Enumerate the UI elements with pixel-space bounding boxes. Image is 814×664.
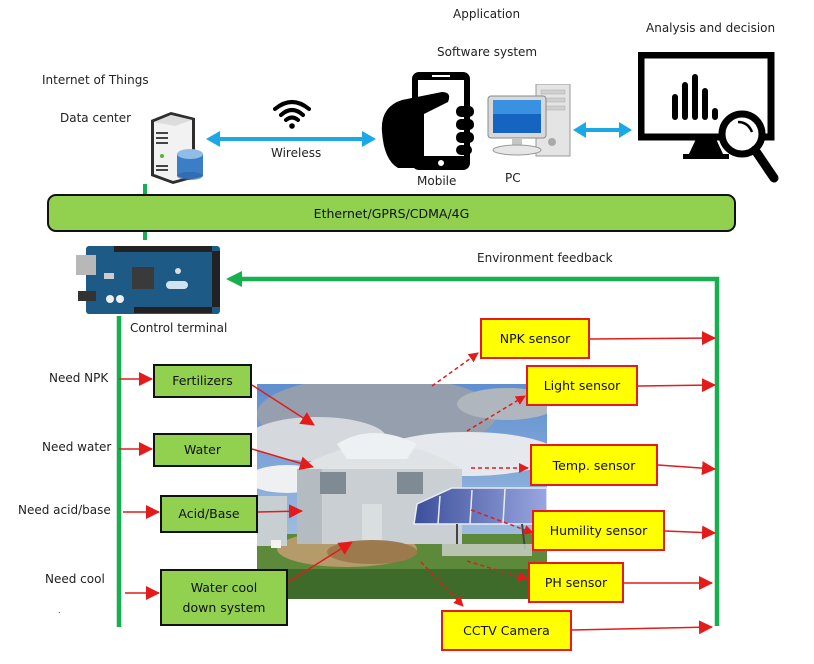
server-database-icon <box>151 112 203 184</box>
humidity-feedback-arrow <box>664 525 716 540</box>
software-system-label: Software system <box>437 45 538 59</box>
water-cool-label-line2: down system <box>182 599 266 615</box>
arduino-board-icon <box>76 246 220 314</box>
npk-feedback-arrow <box>589 331 716 346</box>
need-acid-base-label: Need acid/base <box>18 503 111 517</box>
environment-feedback-label: Environment feedback <box>477 251 613 265</box>
fertilizers-box: Fertilizers <box>153 364 252 398</box>
light-feedback-arrow <box>637 378 716 393</box>
need-water-label: Need water <box>42 440 112 454</box>
control-terminal-label: Control terminal <box>130 321 228 335</box>
acid-base-box: Acid/Base <box>160 495 258 533</box>
water-label: Water <box>184 442 221 457</box>
data-center-label: Data center <box>60 111 132 125</box>
ph-sense-dashed <box>466 560 528 582</box>
cctv-camera-box: CCTV Camera <box>441 610 572 651</box>
light-sensor-box: Light sensor <box>526 365 638 406</box>
analysis-label: Analysis and decision <box>646 21 776 35</box>
hand-phone-icon <box>381 72 474 170</box>
feedback-line <box>226 271 720 626</box>
npk-sensor-label: NPK sensor <box>499 331 571 346</box>
humidity-sensor-label: Humility sensor <box>549 523 648 538</box>
light-sensor-label: Light sensor <box>543 378 621 393</box>
temp-sensor-label: Temp. sensor <box>552 457 636 473</box>
cctv-feedback-arrow <box>571 620 713 635</box>
water-to-greenhouse-arrow <box>251 448 314 471</box>
humidity-sensor-box: Humility sensor <box>532 510 665 551</box>
water-cool-label-line1: Water cool <box>190 579 258 595</box>
wifi-icon <box>273 100 311 129</box>
iot-label: Internet of Things <box>42 73 149 87</box>
ph-sensor-label: PH sensor <box>544 575 608 590</box>
mobile-label: Mobile <box>417 174 457 188</box>
desktop-pc-icon <box>487 84 571 157</box>
pc-label: PC <box>505 171 521 185</box>
npk-sensor-box: NPK sensor <box>480 318 590 359</box>
temp-feedback-arrow <box>657 461 716 476</box>
light-sense-dashed <box>466 395 526 432</box>
fertilizers-to-greenhouse-arrow <box>251 384 315 426</box>
acid-to-greenhouse-arrow <box>257 504 303 519</box>
fertilizers-label: Fertilizers <box>172 373 233 388</box>
acid-base-label: Acid/Base <box>178 506 240 521</box>
stray-dot: . <box>58 606 61 615</box>
monitor-chart-magnifier-icon <box>638 52 779 183</box>
pc-analysis-arrow <box>573 122 632 138</box>
wireless-label: Wireless <box>271 146 322 160</box>
application-label: Application <box>453 7 521 21</box>
cctv-camera-label: CCTV Camera <box>463 623 550 638</box>
network-bar-label: Ethernet/GPRS/CDMA/4G <box>313 205 470 221</box>
humidity-sense-dashed <box>470 509 534 535</box>
ph-sensor-box: PH sensor <box>528 562 624 603</box>
network-bar: Ethernet/GPRS/CDMA/4G <box>47 194 736 232</box>
cool-to-greenhouse-arrow <box>287 541 353 583</box>
water-cool-box: Water cool down system <box>160 569 288 626</box>
water-box: Water <box>153 433 252 467</box>
need-npk-label: Need NPK <box>49 371 109 385</box>
temp-sensor-box: Temp. sensor <box>530 444 658 486</box>
npk-sense-dashed <box>431 352 479 387</box>
cctv-sense-dashed <box>420 561 464 607</box>
wireless-arrow <box>206 131 376 147</box>
need-cool-label: Need cool <box>45 572 105 586</box>
